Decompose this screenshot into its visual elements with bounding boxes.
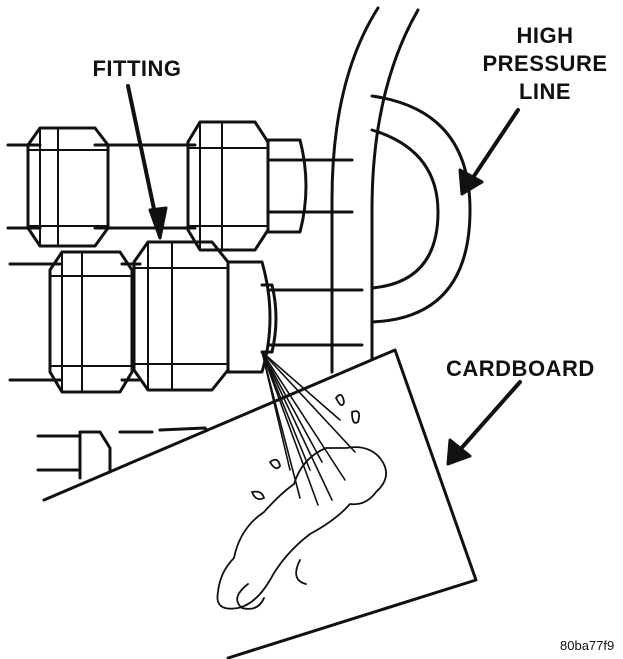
droplets bbox=[251, 393, 361, 501]
fluid-puddle bbox=[216, 446, 387, 610]
high-pressure-line-label-line-3: LINE bbox=[518, 79, 572, 104]
nut-row1-center bbox=[186, 120, 308, 252]
nut-row1-left bbox=[26, 126, 110, 248]
arrow-fitting bbox=[126, 84, 168, 240]
high-pressure-line-hose bbox=[330, 6, 472, 374]
nut-row2-left bbox=[48, 250, 134, 394]
arrow-high-pressure-line bbox=[458, 108, 520, 196]
cardboard-sheet bbox=[42, 348, 478, 659]
cardboard-label: CARDBOARD bbox=[446, 356, 595, 381]
leak-spray bbox=[261, 351, 356, 506]
fitting-label: FITTING bbox=[92, 56, 182, 81]
high-pressure-line-label: HIGH PRESSURE LINE bbox=[470, 22, 620, 106]
tube-row-2 bbox=[8, 262, 364, 382]
tube-row-1 bbox=[6, 143, 354, 230]
fitting-nut bbox=[132, 240, 278, 392]
high-pressure-line-label-line-1: HIGH bbox=[516, 23, 574, 48]
figure-id: 80ba77f9 bbox=[560, 638, 615, 653]
high-pressure-line-label-line-2: PRESSURE bbox=[482, 51, 608, 76]
arrow-cardboard bbox=[446, 380, 522, 466]
